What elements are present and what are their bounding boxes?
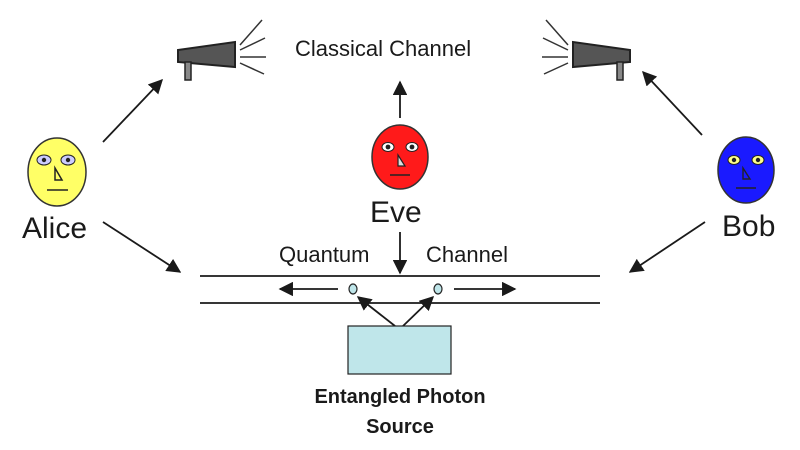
source-to-left-photon-arrow-icon — [356, 296, 396, 327]
source-to-right-photon-arrow-icon — [402, 295, 435, 327]
left-photon-icon — [348, 283, 358, 295]
source-label-line2: Source — [366, 416, 434, 438]
entangled-photon-source-box — [347, 325, 452, 375]
source-label-line1: Entangled Photon — [314, 386, 486, 408]
left-megaphone-icon — [177, 19, 266, 81]
bob-to-channel-arrow-icon — [628, 221, 706, 273]
eve-face-icon — [371, 124, 429, 190]
alice-label: Alice — [22, 212, 88, 245]
alice-face-icon — [27, 137, 87, 207]
alice-to-channel-arrow-icon — [102, 221, 182, 273]
right-megaphone-icon — [542, 19, 631, 81]
bob-face-icon — [717, 136, 775, 204]
bob-to-megaphone-arrow-icon — [642, 70, 703, 136]
right-photon-icon — [433, 283, 443, 295]
channel-label: Channel — [426, 242, 508, 267]
quantum-label: Quantum — [279, 242, 370, 267]
source-label: Entangled Photon Source — [300, 382, 500, 442]
alice-to-megaphone-arrow-icon — [102, 78, 163, 143]
bob-label: Bob — [722, 210, 776, 243]
classical-channel-label: Classical Channel — [295, 36, 472, 61]
eve-label: Eve — [370, 196, 422, 229]
